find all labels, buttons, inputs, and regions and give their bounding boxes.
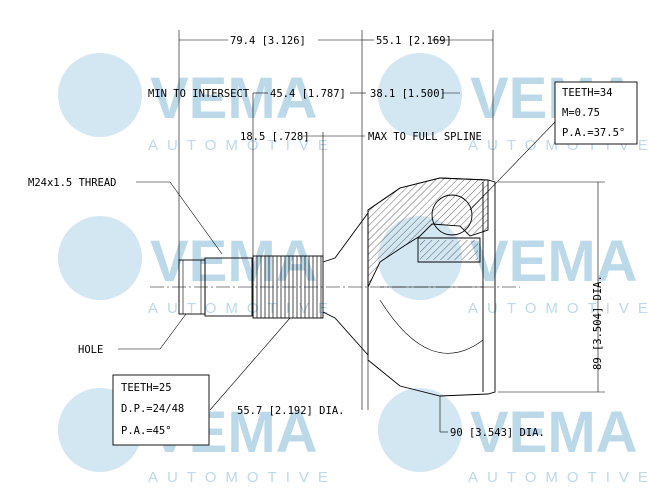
hole-label: HOLE: [78, 344, 103, 356]
dim-overall-left: 79.4 [3.126]: [230, 35, 306, 47]
spline-spec-leader: [209, 317, 291, 411]
dim-intersect-right: 38.1 [1.500]: [370, 88, 446, 100]
dim-overall-right: 55.1 [2.169]: [376, 35, 452, 47]
inner-spec-leader: [469, 121, 556, 211]
watermark-sub: AUTOMOTIVE: [468, 469, 650, 486]
hole-leader: [118, 313, 187, 350]
dimension-lines: 79.4 [3.126] 55.1 [2.169] MIN TO INTERSE…: [118, 30, 605, 439]
thread-label: M24x1.5 THREAD: [28, 177, 117, 189]
dim-seal-dia: 89 [3.504] DIA.: [592, 275, 604, 370]
cv-joint-outline: [178, 177, 496, 397]
ball: [431, 194, 473, 236]
outer-spline-spec-box: TEETH=25 D.P.=24/48 P.A.=45°: [112, 374, 210, 446]
watermark-sub: AUTOMOTIVE: [148, 137, 337, 154]
watermark-brand: VEMA: [470, 400, 638, 465]
watermark-brand: VEMA: [150, 66, 318, 131]
bell-section-hatch: [367, 177, 489, 288]
outer-diametral-pitch: D.P.=24/48: [121, 403, 184, 415]
dim-spline-length: 18.5 [.728]: [240, 131, 310, 143]
inner-teeth: TEETH=34: [562, 87, 613, 99]
neck-bottom: [322, 287, 369, 357]
spline-section: [252, 255, 324, 319]
min-to-intersect-label: MIN TO INTERSECT: [148, 88, 250, 100]
max-to-full-spline-label: MAX TO FULL SPLINE: [368, 131, 482, 143]
dim-bell-dia: 90 [3.543] DIA.: [450, 427, 545, 439]
watermark-top-left: VEMA AUTOMOTIVE: [58, 53, 337, 154]
watermark-group: VEMA AUTOMOTIVE VEMA AUTOMOTIVE VEMA AUT…: [58, 53, 650, 486]
watermark-top-right: VEMA AUTOMOTIVE: [378, 53, 648, 154]
neck-top: [322, 211, 369, 287]
outer-teeth: TEETH=25: [121, 382, 172, 394]
watermark-mid-right: VEMA AUTOMOTIVE: [378, 216, 650, 317]
inner-pressure-angle: P.A.=37.5°: [562, 127, 625, 139]
watermark-brand: VEMA: [470, 229, 638, 294]
shaft-neck: [204, 257, 253, 317]
inner-race: [417, 237, 481, 263]
dim-min-to-intersect: 45.4 [1.787]: [270, 88, 346, 100]
inner-spline-spec-box: TEETH=34 M=0.75 P.A.=37.5°: [554, 81, 638, 145]
watermark-bottom-right: VEMA AUTOMOTIVE: [378, 388, 650, 486]
outer-pressure-angle: P.A.=45°: [121, 425, 172, 437]
watermark-sub: AUTOMOTIVE: [148, 469, 337, 486]
dim-spline-dia: 55.7 [2.192] DIA.: [237, 405, 344, 417]
thread-leader: [136, 181, 223, 255]
watermark-sub: AUTOMOTIVE: [468, 300, 650, 317]
inner-module: M=0.75: [562, 107, 600, 119]
